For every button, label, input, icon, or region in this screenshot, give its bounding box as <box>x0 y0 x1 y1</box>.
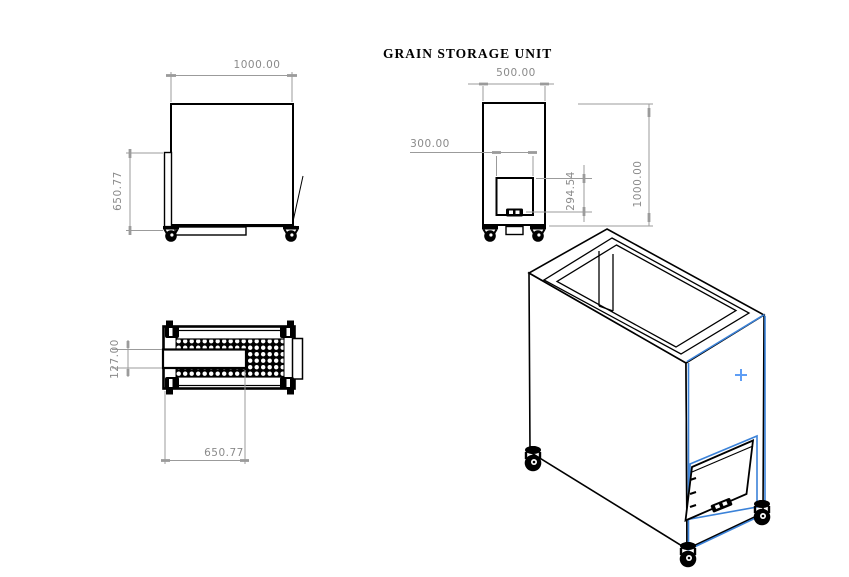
top-view[interactable]: 127.00 650.77 <box>109 320 304 465</box>
side-door-height-dimension: 294.54 <box>526 165 592 222</box>
caster-icon <box>165 320 179 338</box>
front-rail-height-label[interactable]: 650.77 <box>112 171 124 211</box>
top-chute-length-dimension: 650.77 <box>161 370 249 464</box>
page-title: GRAIN STORAGE UNIT <box>383 46 552 61</box>
iso-top-rim-inner <box>555 244 738 348</box>
side-bottom-tab <box>505 225 524 236</box>
caster-icon <box>481 225 499 243</box>
iso-top-rim-mid <box>542 237 751 355</box>
front-door-swing-line <box>291 175 304 227</box>
front-body-outline <box>170 103 294 226</box>
door-latch-icon <box>506 208 523 217</box>
caster-icon <box>529 225 547 243</box>
side-view[interactable]: 500.00 300.00 294.54 1000.00 <box>410 67 653 243</box>
front-rail-height-dimension: 650.77 <box>112 149 163 235</box>
top-rail <box>176 329 285 340</box>
iso-door-panel <box>684 439 755 522</box>
caster-icon <box>282 225 300 243</box>
front-view[interactable]: 1000.00 650.77 <box>112 59 304 243</box>
top-chute-width-dimension: 127.00 <box>109 339 162 379</box>
top-door-edge <box>291 337 304 380</box>
caster-icon <box>280 377 294 395</box>
side-width-label[interactable]: 500.00 <box>496 67 536 79</box>
caster-icon <box>280 320 294 338</box>
side-door-width-label[interactable]: 300.00 <box>410 138 450 150</box>
door-latch-icon <box>710 497 733 513</box>
side-door-height-label[interactable]: 294.54 <box>565 171 577 211</box>
side-height-dimension: 1000.00 <box>549 103 653 227</box>
caster-icon <box>678 540 698 569</box>
iso-divider-post <box>598 251 614 312</box>
front-width-label[interactable]: 1000.00 <box>234 59 281 71</box>
caster-icon <box>523 444 543 473</box>
isometric-view[interactable] <box>523 228 772 569</box>
caster-icon <box>165 377 179 395</box>
top-chute-length-label[interactable]: 650.77 <box>204 447 244 459</box>
bottom-rail <box>176 376 285 387</box>
caster-icon <box>752 498 772 527</box>
front-left-rail <box>163 151 173 230</box>
top-chute-bar <box>161 348 248 370</box>
top-chute-width-label[interactable]: 127.00 <box>109 339 121 379</box>
front-bottom-bar <box>174 226 247 236</box>
side-width-dimension: 500.00 <box>468 67 554 101</box>
side-door-width-dimension: 300.00 <box>410 138 537 176</box>
plus-marker-icon[interactable] <box>735 369 747 381</box>
front-width-dimension: 1000.00 <box>166 59 297 102</box>
side-height-label[interactable]: 1000.00 <box>632 161 644 208</box>
